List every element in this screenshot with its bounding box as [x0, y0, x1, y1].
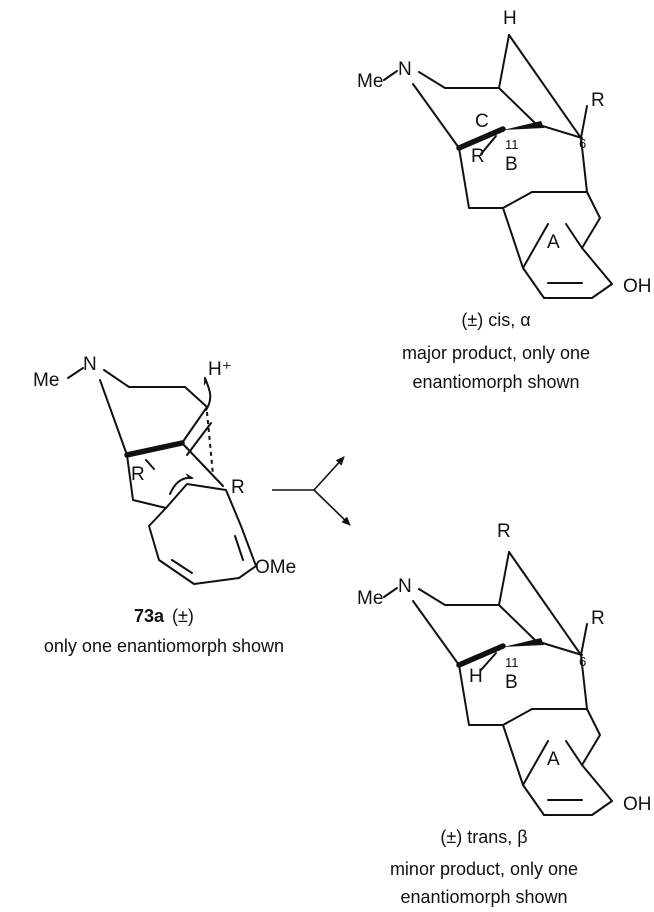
branching-arrow: [272, 456, 351, 526]
major-caption-line3: enantiomorph shown: [412, 372, 579, 392]
sm-caption: only one enantiomorph shown: [44, 636, 284, 656]
minor-methyl-label: Me: [357, 588, 383, 609]
major-methyl-label: Me: [357, 71, 383, 92]
minor-caption-line1: (±) trans, β: [440, 827, 527, 847]
sm-methoxy-label: OMe: [255, 557, 296, 578]
minor-nitrogen-label: N: [398, 576, 412, 597]
major-position-11: 11: [505, 137, 519, 152]
major-caption-line1: (±) cis, α: [461, 310, 530, 330]
major-ring-a-label: A: [547, 232, 560, 253]
minor-top-r-label: R: [497, 521, 511, 542]
minor-r6-label: R: [591, 608, 605, 629]
major-hydroxyl-label: OH: [623, 276, 652, 297]
major-hydrogen-label: H: [503, 8, 517, 29]
sm-nitrogen-label: N: [83, 354, 97, 375]
minor-product-structure: Me N R R H 11 6 B A OH: [357, 521, 652, 816]
sm-compound-id: 73a: [134, 606, 165, 626]
minor-caption-line3: enantiomorph shown: [400, 887, 567, 907]
starting-material-structure: Me N H⁺ R R OMe: [33, 354, 296, 585]
sm-proton-label: H⁺: [208, 359, 232, 380]
minor-h11-label: H: [469, 666, 483, 687]
sm-r-ring-label: R: [131, 464, 145, 485]
major-r6-label: R: [591, 90, 605, 111]
minor-caption-line2: minor product, only one: [390, 859, 578, 879]
minor-hydroxyl-label: OH: [623, 794, 652, 815]
minor-ring-b-label: B: [505, 672, 518, 693]
sm-r-alkene-label: R: [231, 477, 245, 498]
major-r11-label: R: [471, 146, 485, 167]
minor-ring-a-label: A: [547, 749, 560, 770]
major-caption-line2: major product, only one: [402, 343, 590, 363]
minor-position-11: 11: [505, 655, 519, 670]
sm-stereo: (±): [172, 606, 194, 626]
major-product-structure: Me N H R R 11 6 C B A OH: [357, 8, 652, 299]
sm-methyl-label: Me: [33, 370, 59, 391]
major-nitrogen-label: N: [398, 59, 412, 80]
major-ring-c-label: C: [475, 111, 489, 132]
major-ring-b-label: B: [505, 154, 518, 175]
